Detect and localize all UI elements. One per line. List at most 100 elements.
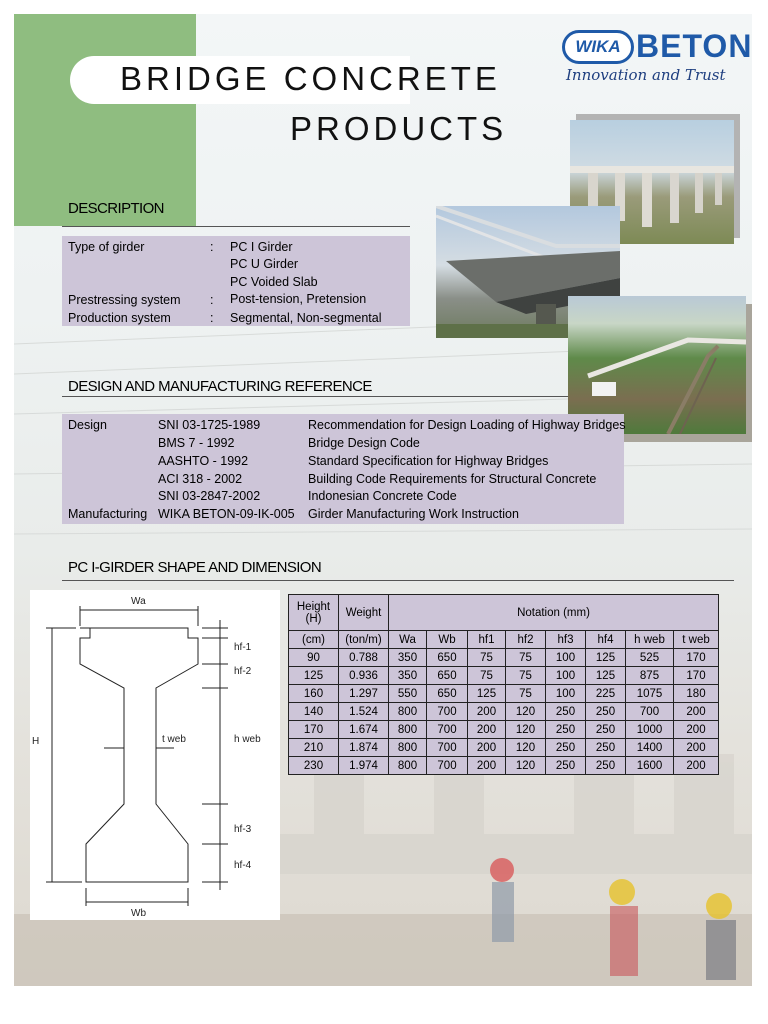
table-cell: 120: [505, 720, 546, 739]
table-cell: 700: [625, 702, 674, 721]
ref-code: SNI 03-2847-2002: [158, 489, 261, 503]
desc-value: PC I Girder: [230, 240, 293, 254]
shape-rule: [62, 580, 734, 581]
viaduct-illustration: [570, 166, 734, 227]
table-cell: 1.974: [338, 756, 389, 775]
description-box: Type of girder : PC I Girder PC U Girder…: [62, 236, 410, 326]
table-cell: 650: [426, 666, 468, 685]
table-cell: 250: [545, 756, 586, 775]
desc-label: Production system: [68, 311, 171, 325]
reference-heading: DESIGN AND MANUFACTURING REFERENCE: [68, 378, 372, 395]
table-cell: 650: [426, 684, 468, 703]
table-cell: 1.297: [338, 684, 389, 703]
table-cell: 250: [585, 702, 626, 721]
table-cell: 200: [467, 720, 506, 739]
table-cell: 100: [545, 666, 586, 685]
ref-title: Recommendation for Design Loading of Hig…: [308, 418, 626, 432]
ref-code: SNI 03-1725-1989: [158, 418, 261, 432]
desc-label: Type of girder: [68, 240, 145, 254]
table-cell: 210: [288, 738, 339, 757]
desc-separator: :: [210, 240, 214, 254]
table-cell: 0.788: [338, 648, 389, 667]
table-cell: 800: [388, 756, 427, 775]
bridge-photo-railway-overpass: [568, 296, 746, 434]
description-rule: [62, 226, 410, 227]
table-cell: 250: [585, 756, 626, 775]
girder-dimension-table: Height (H) Weight Notation (mm) (cm) (to…: [288, 594, 719, 775]
girder-diagram-panel: Wa Wb H hf-1 hf-2 t web h web hf-3 hf-4: [30, 590, 280, 920]
table-col-head: hf3: [545, 630, 586, 649]
table-cell: 200: [673, 738, 719, 757]
table-cell: 250: [545, 720, 586, 739]
table-col-head: hf1: [467, 630, 506, 649]
table-cell: 1000: [625, 720, 674, 739]
table-cell: 350: [388, 666, 427, 685]
desc-value: PC U Girder: [230, 257, 299, 271]
table-cell: 125: [288, 666, 339, 685]
table-head-notation: Notation (mm): [388, 594, 719, 631]
table-cell: 200: [673, 756, 719, 775]
table-cell: 170: [288, 720, 339, 739]
table-cell: 800: [388, 738, 427, 757]
description-heading: DESCRIPTION: [68, 200, 165, 217]
desc-separator: :: [210, 293, 214, 307]
table-col-head: hf4: [585, 630, 626, 649]
page-title-line1: BRIDGE CONCRETE: [120, 60, 501, 97]
diagram-label-tweb: t web: [162, 734, 186, 745]
table-cell: 180: [673, 684, 719, 703]
ref-title: Bridge Design Code: [308, 436, 420, 450]
table-cell: 250: [585, 738, 626, 757]
ref-code: ACI 318 - 2002: [158, 472, 243, 486]
table-cell: 800: [388, 720, 427, 739]
diagram-label-h: H: [32, 736, 39, 747]
table-head-height-unit: (cm): [288, 630, 339, 649]
table-cell: 1.874: [338, 738, 389, 757]
diagram-label-wa: Wa: [131, 596, 146, 607]
table-cell: 140: [288, 702, 339, 721]
shape-heading: PC I-GIRDER SHAPE AND DIMENSION: [68, 559, 322, 576]
table-cell: 200: [673, 720, 719, 739]
table-cell: 700: [426, 756, 468, 775]
desc-value: Post-tension, Pretension: [230, 292, 367, 306]
table-cell: 75: [505, 648, 546, 667]
table-cell: 100: [545, 684, 586, 703]
table-cell: 550: [388, 684, 427, 703]
table-cell: 75: [467, 648, 506, 667]
diagram-label-hf1: hf-1: [234, 642, 252, 653]
ref-title: Building Code Requirements for Structura…: [308, 472, 597, 486]
table-cell: 700: [426, 720, 468, 739]
table-col-head: Wb: [426, 630, 468, 649]
table-cell: 250: [545, 738, 586, 757]
table-cell: 200: [467, 702, 506, 721]
ref-code: WIKA BETON-09-IK-005: [158, 507, 295, 521]
table-head-height: Height (H): [288, 594, 339, 631]
table-cell: 225: [585, 684, 626, 703]
ref-title: Indonesian Concrete Code: [308, 489, 457, 503]
table-cell: 125: [585, 666, 626, 685]
table-cell: 650: [426, 648, 468, 667]
table-cell: 125: [467, 684, 506, 703]
table-cell: 0.936: [338, 666, 389, 685]
desc-label: Prestressing system: [68, 293, 181, 307]
table-cell: 160: [288, 684, 339, 703]
railway-overpass-illustration: [587, 337, 746, 434]
diagram-label-hf4: hf-4: [234, 860, 252, 871]
logo-mark: WIKA: [562, 30, 634, 64]
table-cell: 75: [505, 684, 546, 703]
table-cell: 120: [505, 756, 546, 775]
table-col-head: Wa: [388, 630, 427, 649]
table-cell: 800: [388, 702, 427, 721]
diagram-label-hweb: h web: [234, 734, 261, 745]
green-accent-block: [14, 14, 196, 226]
table-cell: 75: [467, 666, 506, 685]
table-cell: 230: [288, 756, 339, 775]
girder-outline: [79, 627, 199, 883]
diagram-label-hf3: hf-3: [234, 824, 252, 835]
